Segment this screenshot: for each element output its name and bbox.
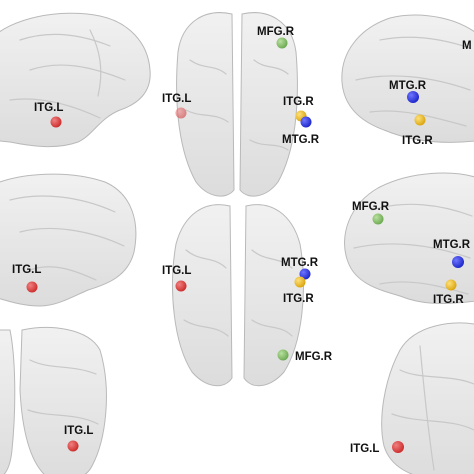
node-label: ITG.R	[433, 294, 464, 306]
node-sphere	[26, 281, 38, 293]
gyrus-line	[9, 195, 116, 213]
node-label: MFG.R	[352, 201, 390, 213]
node-label: ITG.L	[64, 425, 93, 437]
view-row2-right-medial	[344, 172, 474, 304]
gyrus-line	[371, 203, 473, 217]
gyrus-line	[369, 110, 467, 127]
node-sphere	[50, 116, 62, 128]
gyrus-line	[19, 33, 111, 47]
view-row3-back	[381, 322, 474, 474]
gyrus-line	[29, 266, 97, 281]
node-label: ITG.L	[12, 264, 41, 276]
node-label: M	[462, 40, 472, 52]
node-layer	[26, 37, 464, 453]
gyrus-line	[379, 281, 469, 295]
node-sphere	[392, 441, 404, 453]
node-sphere	[445, 279, 457, 291]
node-sphere	[299, 268, 311, 280]
node-label: MTG.R	[282, 134, 320, 146]
gyrus-line	[19, 227, 125, 247]
node-label: ITG.R	[283, 293, 314, 305]
front-hemisphere-shape	[19, 327, 107, 474]
node-label: ITG.R	[283, 96, 314, 108]
gyrus-line	[249, 139, 289, 151]
front-small-hemisphere-shape	[0, 329, 16, 474]
gyrus-line	[355, 75, 471, 91]
node-label: ITG.L	[162, 265, 191, 277]
node-sphere	[276, 37, 288, 49]
right-hemisphere-medial-shape	[344, 172, 474, 304]
label-layer: ITG.L MFG.R ITG.L ITG.R MTG.R M MTG.R IT…	[12, 26, 472, 455]
view-row3-front	[0, 327, 107, 474]
gyrus-line	[27, 409, 99, 425]
node-label: ITG.L	[162, 93, 191, 105]
left-hemisphere-medial-shape	[0, 173, 137, 307]
node-label: MTG.R	[433, 239, 471, 251]
gyrus-line	[251, 319, 293, 337]
gyrus-line	[353, 243, 471, 259]
gyrus-line	[399, 369, 474, 385]
gyrus-line	[251, 249, 293, 269]
view-row2-left-medial	[0, 173, 137, 307]
bottom-right-hemisphere-shape	[243, 204, 304, 387]
node-sphere	[67, 440, 79, 452]
view-row1-right-lateral	[341, 14, 474, 143]
gyrus-line	[253, 59, 289, 75]
gyrus-line	[185, 109, 229, 123]
gyrus-line	[89, 29, 102, 97]
node-label: MTG.R	[389, 80, 427, 92]
gyrus-line	[9, 98, 101, 119]
gyrus-line	[391, 413, 474, 431]
gyrus-line	[29, 64, 126, 81]
view-row1-top	[176, 12, 298, 197]
view-row2-bottom	[172, 204, 304, 387]
node-label: MFG.R	[257, 26, 295, 38]
node-sphere	[175, 280, 187, 292]
node-label: MTG.R	[281, 257, 319, 269]
gyrus-line	[29, 359, 97, 375]
gyrus-line	[419, 345, 435, 471]
node-sphere	[414, 114, 426, 126]
left-hemisphere-lateral-shape	[0, 12, 151, 148]
node-label: ITG.L	[350, 443, 379, 455]
gyrus-line	[189, 59, 227, 75]
node-sphere	[300, 116, 312, 128]
node-label: ITG.L	[34, 102, 63, 114]
gyrus-line	[185, 249, 227, 269]
node-label: ITG.R	[402, 135, 433, 147]
node-sphere	[452, 256, 464, 268]
view-row1-left-lateral	[0, 12, 151, 148]
node-sphere	[277, 349, 289, 361]
node-sphere	[407, 91, 419, 103]
node-label: MFG.R	[295, 351, 333, 363]
gyrus-line	[183, 319, 229, 337]
bottom-left-hemisphere-shape	[172, 204, 233, 387]
node-sphere	[294, 276, 306, 288]
right-hemisphere-lateral-shape	[341, 14, 474, 143]
node-sphere	[372, 213, 384, 225]
gyrus-line	[379, 36, 471, 49]
node-sphere	[175, 107, 187, 119]
